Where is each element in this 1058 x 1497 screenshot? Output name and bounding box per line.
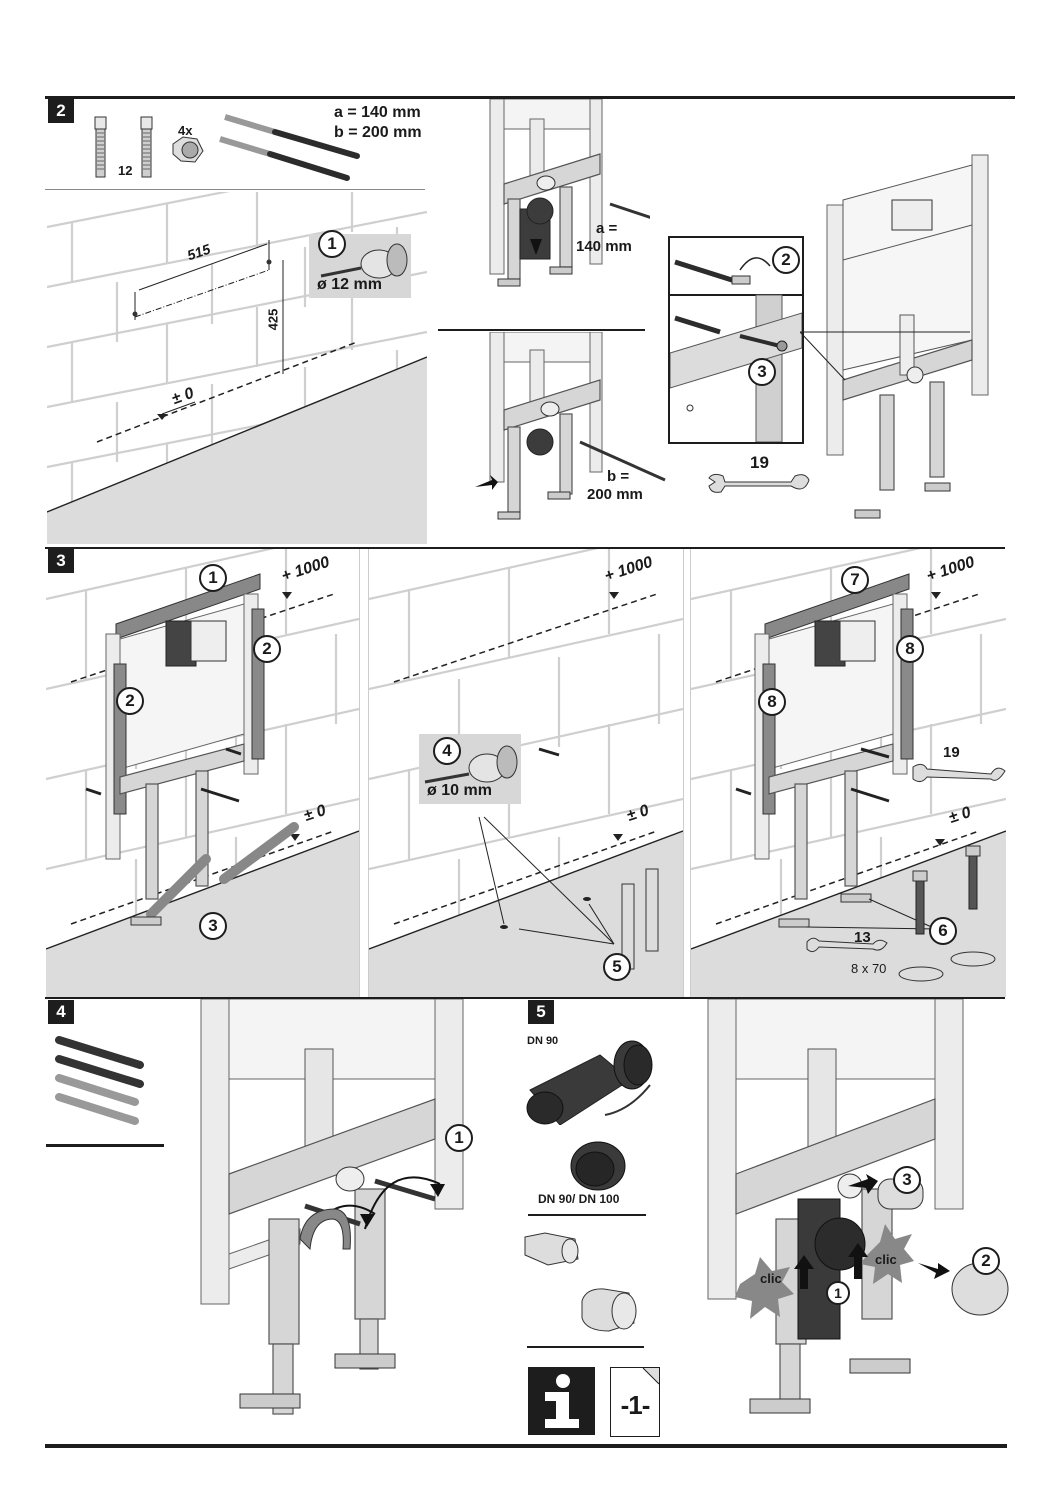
drain-connection-illustration bbox=[707, 999, 1009, 1414]
drill-callout-box: 1 ø 12 mm bbox=[309, 230, 411, 298]
clic-label: clic bbox=[875, 1252, 897, 1267]
wrench-13-label: 13 bbox=[854, 929, 871, 946]
detail-box: 2 3 bbox=[668, 236, 804, 444]
page-number-box: -1- bbox=[610, 1367, 660, 1437]
wrench-icon bbox=[708, 473, 810, 493]
callout-3: 3 bbox=[893, 1166, 921, 1194]
callout-8: 8 bbox=[758, 688, 786, 716]
callout-4: 4 bbox=[433, 737, 461, 765]
dim-425-label: 425 bbox=[265, 308, 281, 331]
step3-panel-1: + 1000 ± 0 1 2 2 3 bbox=[46, 549, 360, 997]
screw-size-label: 8 x 70 bbox=[851, 961, 887, 976]
frame-insert-b-illustration bbox=[475, 332, 666, 520]
callout-2: 2 bbox=[116, 687, 144, 715]
length-b-label: b = 200 mm bbox=[334, 124, 422, 141]
step4-top-rule bbox=[45, 997, 1005, 999]
pipe-bend-illustration bbox=[526, 1040, 653, 1125]
callout-3: 3 bbox=[199, 912, 227, 940]
step-2-badge: 2 bbox=[48, 99, 74, 123]
frame-divider bbox=[438, 329, 645, 331]
rods-illustration bbox=[55, 1036, 144, 1125]
info-icon bbox=[528, 1367, 595, 1435]
bend-dn90-label: DN 90 bbox=[527, 1035, 559, 1047]
frame-fixing-illustration bbox=[691, 549, 1006, 997]
callout-1: 1 bbox=[445, 1124, 473, 1152]
anchor-bolt-icon bbox=[94, 116, 107, 178]
wall-illustration bbox=[47, 192, 427, 544]
installation-frame-illustration bbox=[800, 154, 989, 519]
drill-size-label: ø 10 mm bbox=[427, 782, 492, 799]
anchor-bolt-icon bbox=[140, 116, 153, 178]
floor-drilling-illustration bbox=[369, 549, 683, 997]
step-3-badge: 3 bbox=[48, 549, 74, 573]
cap-small-illustration bbox=[524, 1232, 579, 1266]
step2-parts-illustration bbox=[94, 114, 360, 181]
step4-parts-divider bbox=[46, 1144, 164, 1147]
wrench-19-label: 19 bbox=[750, 453, 769, 472]
callout-5: 5 bbox=[603, 953, 631, 981]
nut-icon bbox=[172, 136, 204, 163]
callout-1: 1 bbox=[826, 1281, 850, 1305]
page-number-label: -1- bbox=[620, 1390, 651, 1420]
frame-insert-a-illustration bbox=[489, 99, 650, 287]
drill-icon bbox=[320, 243, 408, 279]
callout-2: 2 bbox=[972, 1247, 1000, 1275]
callout-2: 2 bbox=[772, 246, 800, 274]
parts-divider bbox=[45, 189, 425, 190]
callout-2: 2 bbox=[253, 635, 281, 663]
page-corner-icon bbox=[642, 1368, 659, 1385]
threaded-rod-icon bbox=[219, 136, 350, 181]
callout-8: 8 bbox=[896, 635, 924, 663]
drill-icon bbox=[424, 745, 518, 784]
callout-6: 6 bbox=[929, 917, 957, 945]
anchor-count-label: 12 bbox=[118, 163, 133, 178]
wrench-19-label: 19 bbox=[943, 744, 960, 761]
step5-divider-2 bbox=[527, 1346, 644, 1348]
drill-callout-box: 4 ø 10 mm bbox=[419, 734, 521, 804]
nut-count-label: 4x bbox=[178, 123, 193, 138]
step3-panel-2: + 1000 ± 0 4 ø 10 mm 5 bbox=[368, 549, 684, 997]
callout-3: 3 bbox=[748, 358, 776, 386]
step2-wall-panel: 515 425 ± 0 1 ø 12 mm bbox=[47, 192, 427, 544]
callout-7: 7 bbox=[841, 566, 869, 594]
step3-top-rule bbox=[45, 547, 1005, 549]
frame-rod-insertion-illustration bbox=[200, 999, 464, 1415]
cap-large-illustration bbox=[581, 1288, 637, 1332]
clic-label: clic bbox=[760, 1271, 782, 1286]
callout-1: 1 bbox=[318, 230, 346, 258]
step5-divider-1 bbox=[528, 1214, 646, 1216]
reducer-dn-label: DN 90/ DN 100 bbox=[538, 1192, 620, 1206]
step-4-badge: 4 bbox=[48, 1000, 74, 1024]
bottom-rule bbox=[45, 1444, 1007, 1448]
drill-size-label: ø 12 mm bbox=[317, 276, 382, 293]
step-5-badge: 5 bbox=[528, 1000, 554, 1024]
step3-panel-3: + 1000 ± 0 7 8 8 6 19 13 8 x 70 bbox=[690, 549, 1006, 997]
pipe-reducer-illustration bbox=[570, 1141, 626, 1191]
frame-b-label-line2: 200 mm bbox=[587, 486, 643, 503]
callout-1: 1 bbox=[199, 564, 227, 592]
top-rule bbox=[45, 96, 1015, 99]
frame-a-label-line2: 140 mm bbox=[576, 238, 632, 255]
frame-a-label-line1: a = bbox=[596, 220, 618, 237]
frame-leveling-illustration bbox=[46, 549, 359, 997]
threaded-rod-icon bbox=[224, 114, 360, 159]
length-a-label: a = 140 mm bbox=[334, 104, 421, 121]
frame-b-label-line1: b = bbox=[607, 468, 630, 485]
